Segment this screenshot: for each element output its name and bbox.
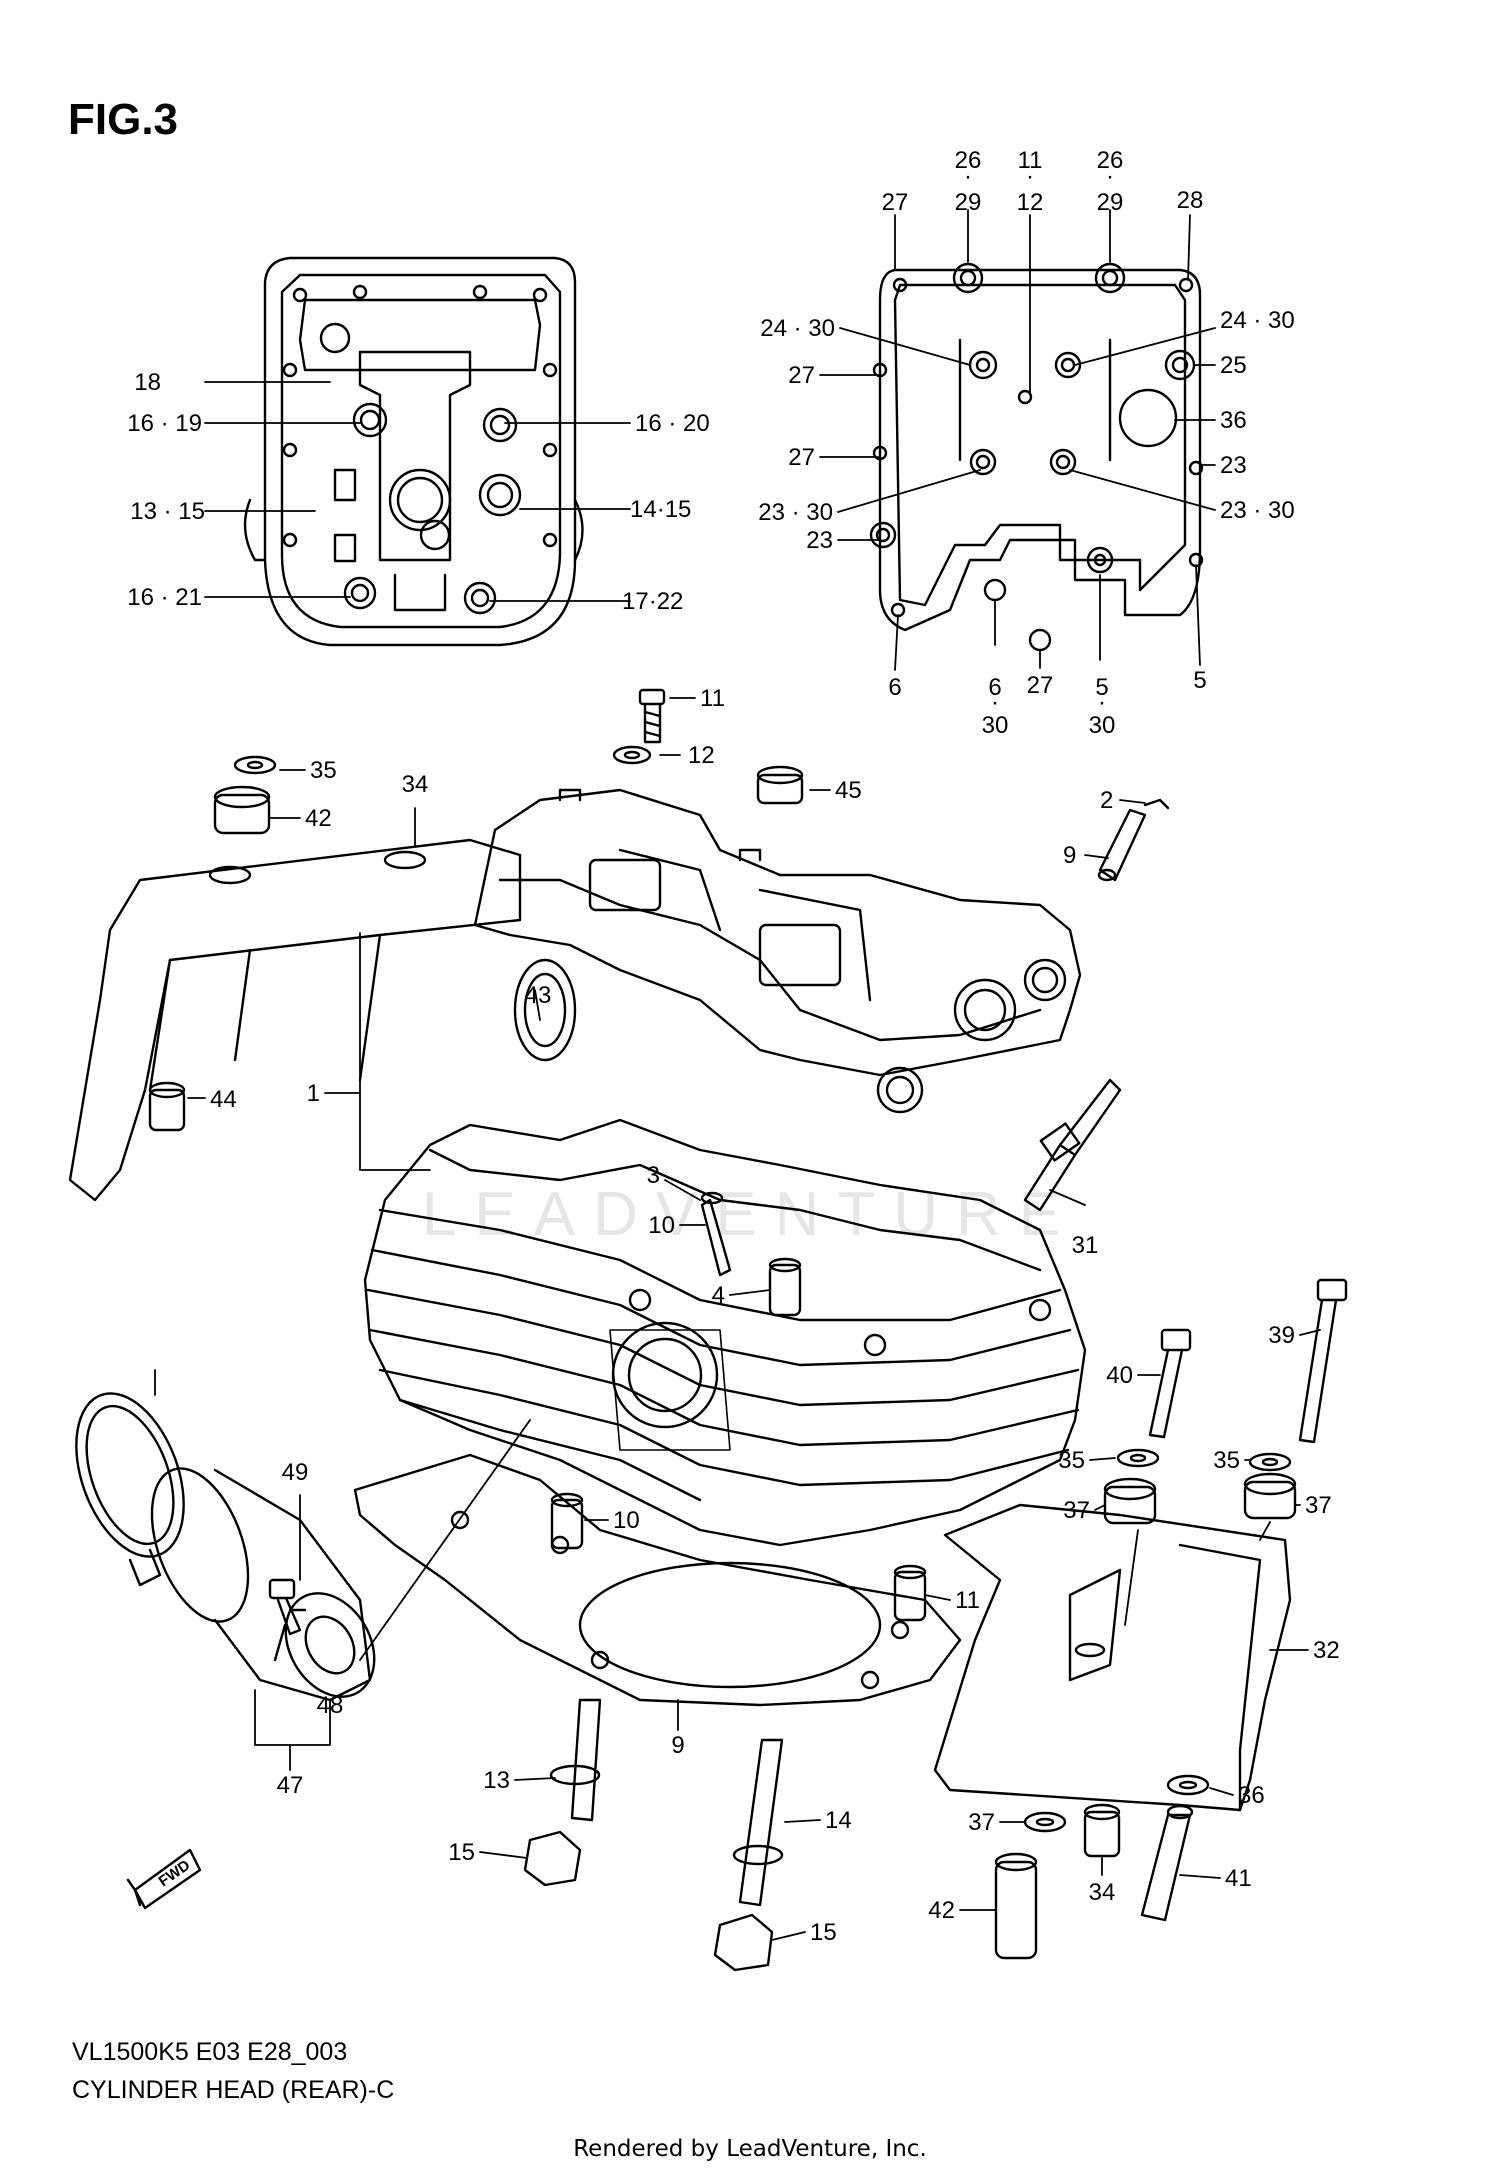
callout-label: 10: [648, 1212, 675, 1239]
callout-label: 2: [1100, 787, 1113, 814]
head-cover: [473, 788, 1082, 1114]
intake-pipe: [75, 1392, 376, 1702]
hardware: [148, 688, 1348, 1972]
callout-label: 31: [1072, 1232, 1099, 1259]
figure-name: CYLINDER HEAD (REAR)-C: [72, 2076, 395, 2104]
cover-gasket-view: [869, 262, 1204, 652]
callout-label: 24 · 30: [1220, 307, 1295, 334]
callout-label: 23 · 30: [758, 499, 833, 526]
callout-label: 45: [835, 777, 862, 804]
callout-label: 37: [1063, 1497, 1090, 1524]
side-cover-right: [933, 1503, 1292, 1812]
callout-label: 30: [982, 712, 1009, 739]
callout-label: 27: [882, 189, 909, 216]
callout-label: 3: [647, 1162, 660, 1189]
callout-label: 11: [700, 685, 725, 712]
callout-label: 1: [307, 1080, 320, 1107]
cylinder-head-body: [363, 1118, 1087, 1547]
callout-label: ·: [1026, 163, 1034, 190]
callout-label: ·: [964, 163, 972, 190]
callout-label: 13 · 15: [130, 498, 205, 525]
callout-label: 27: [1027, 672, 1054, 699]
callout-label: 34: [402, 771, 429, 798]
callout-label: ·: [1106, 163, 1114, 190]
callout-label: 39: [1268, 1322, 1295, 1349]
callout-label: 10: [613, 1507, 640, 1534]
callout-label: 34: [1089, 1879, 1116, 1906]
callout-label: ·: [991, 689, 999, 716]
leader-lines: [154, 209, 1321, 1941]
callout-label: 47: [277, 1772, 304, 1799]
callout-label: 9: [1063, 842, 1076, 869]
callout-label: 49: [282, 1459, 309, 1486]
head-gasket: [353, 1453, 962, 1707]
head-top-view: [243, 256, 584, 647]
callout-label: 32: [1313, 1637, 1340, 1664]
callout-label: 4: [712, 1282, 725, 1309]
callout-label: 30: [1089, 712, 1116, 739]
callout-label: 25: [1220, 352, 1247, 379]
callout-label: 48: [317, 1692, 344, 1719]
heat-shield-left: [68, 838, 522, 1202]
callout-label: 26: [1097, 147, 1124, 174]
callout-label: 42: [928, 1897, 955, 1924]
callout-label: 12: [688, 742, 715, 769]
render-credit: Rendered by LeadVenture, Inc.: [573, 2136, 927, 2162]
callout-label: 37: [968, 1809, 995, 1836]
callout-label: 12: [1017, 189, 1044, 216]
callout-label: 17·22: [622, 588, 683, 615]
callout-label: 16 · 19: [127, 410, 202, 437]
callout-label: 11: [955, 1587, 980, 1614]
callout-label: 35: [1213, 1447, 1240, 1474]
callout-label: 36: [1238, 1782, 1265, 1809]
callout-label: 5: [1095, 674, 1108, 701]
callout-label: 26: [955, 147, 982, 174]
callout-labels: 18 16 · 19 13 · 15 16 · 21 16 · 20 14·15…: [127, 147, 1339, 1946]
callout-label: 29: [955, 189, 982, 216]
callout-label: 14: [825, 1807, 852, 1834]
callout-label: 23 · 30: [1220, 497, 1295, 524]
callout-label: 18: [134, 369, 161, 396]
callout-label: 5: [1193, 667, 1206, 694]
callout-label: 16 · 21: [127, 584, 202, 611]
callout-label: 44: [210, 1086, 237, 1113]
callout-label: 28: [1177, 187, 1204, 214]
callout-label: 41: [1225, 1865, 1252, 1892]
callout-label: ·: [1098, 689, 1106, 716]
callout-label: 35: [310, 757, 337, 784]
callout-label: 6: [888, 674, 901, 701]
callout-label: 13: [483, 1767, 510, 1794]
watermark: LEADVENTURE: [422, 1180, 1078, 1249]
callout-label: 37: [1305, 1492, 1332, 1519]
callout-label: 29: [1097, 189, 1124, 216]
callout-label: 42: [305, 805, 332, 832]
callout-label: 23: [1220, 452, 1247, 479]
callout-label: 24 · 30: [760, 315, 835, 342]
callout-label: 36: [1220, 407, 1247, 434]
callout-label: 27: [788, 444, 815, 471]
callout-label: 23: [806, 527, 833, 554]
figure-caption: VL1500K5 E03 E28_003 CYLINDER HEAD (REAR…: [72, 2033, 394, 2109]
callout-label: 14·15: [630, 496, 691, 523]
fwd-arrow: FWD: [126, 1848, 202, 1910]
callout-label: 35: [1058, 1447, 1085, 1474]
dowel-pins: [550, 1492, 927, 1622]
callout-label: 16 · 20: [635, 410, 710, 437]
callout-label: 11: [1018, 147, 1043, 174]
callout-label: 40: [1106, 1362, 1133, 1389]
callout-label: 15: [448, 1839, 475, 1866]
callout-label: 43: [525, 982, 552, 1009]
callout-label: 6: [988, 674, 1001, 701]
callout-label: 15: [810, 1919, 837, 1946]
callout-label: 27: [788, 362, 815, 389]
callout-label: 9: [671, 1732, 684, 1759]
figure-title: FIG.3: [68, 95, 179, 144]
figure-code: VL1500K5 E03 E28_003: [72, 2038, 348, 2066]
